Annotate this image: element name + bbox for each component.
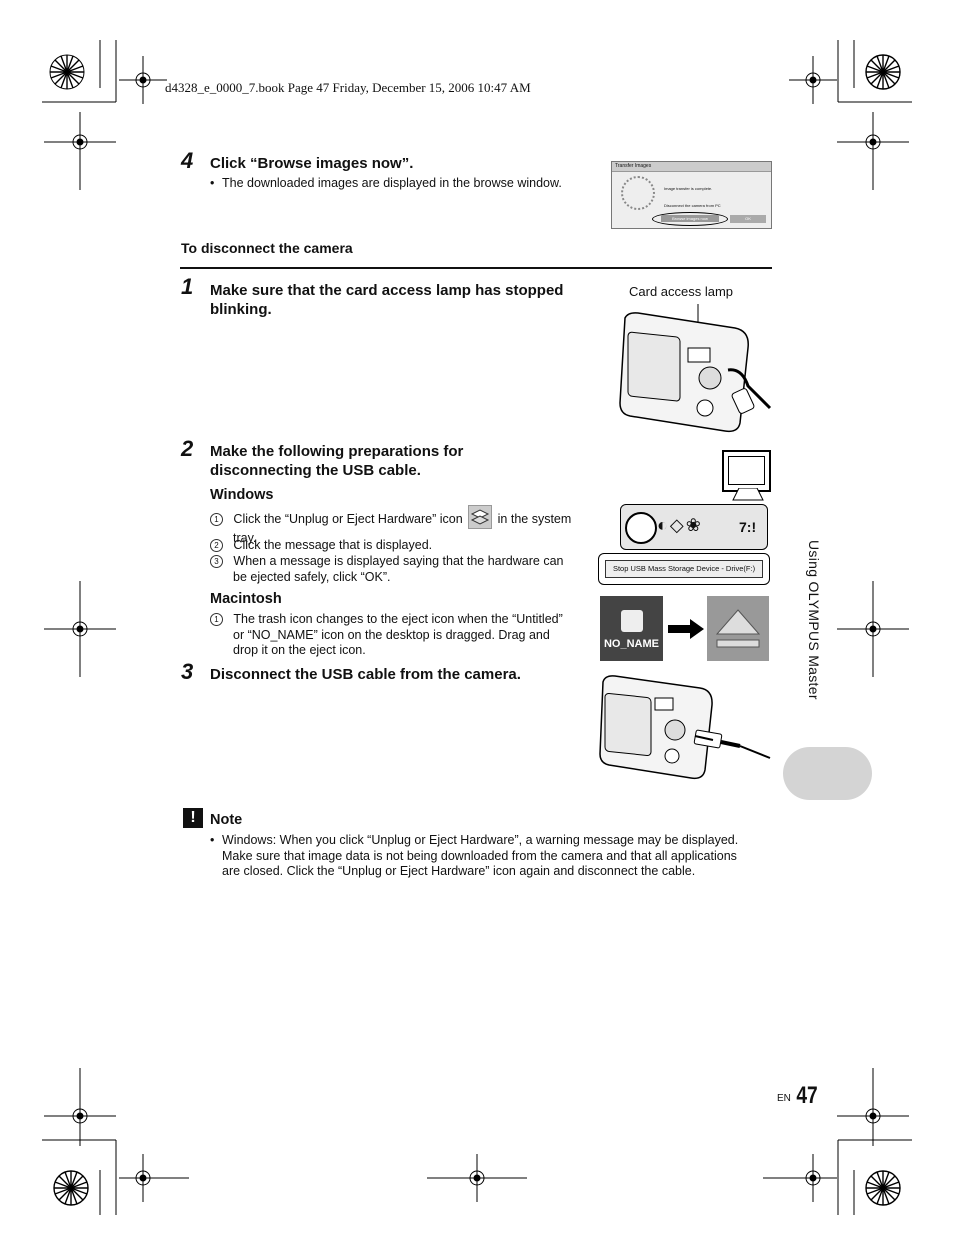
windows-step-3: 3 When a message is displayed saying tha… bbox=[210, 554, 563, 585]
dialog-message: Image transfer is complete. bbox=[664, 186, 713, 191]
page-number: 47 bbox=[796, 1082, 818, 1109]
windows-step-1: 1 Click the “Unplug or Eject Hardware” i… bbox=[210, 505, 590, 547]
step-1-title: Make sure that the card access lamp has … bbox=[210, 282, 564, 318]
note-body: •Windows: When you click “Unplug or Ejec… bbox=[210, 833, 739, 878]
note-heading: Note bbox=[210, 812, 243, 828]
eject-icon bbox=[707, 596, 769, 661]
step-3-number: 3 bbox=[181, 659, 194, 684]
browse-images-button[interactable]: Browse images now bbox=[652, 212, 728, 226]
step-2-number: 2 bbox=[181, 436, 194, 461]
windows-heading: Windows bbox=[210, 487, 274, 503]
step-4-number: 4 bbox=[181, 148, 194, 173]
unplug-hardware-icon bbox=[468, 505, 493, 529]
camera-usb-illustration bbox=[599, 675, 771, 780]
dialog-checkbox[interactable]: Disconnect the camera from PC bbox=[664, 203, 721, 208]
mac-step-1: 1 The trash icon changes to the eject ic… bbox=[210, 612, 590, 659]
section-divider bbox=[180, 267, 772, 269]
tray-clock: 7:! bbox=[739, 519, 757, 535]
tray-icons: ◐◇❀ bbox=[657, 515, 703, 535]
language-label: EN bbox=[777, 1093, 791, 1104]
dialog-ok-button[interactable]: OK bbox=[730, 215, 766, 223]
progress-circle-icon bbox=[621, 176, 655, 210]
step-4-title: Click “Browse images now”. bbox=[210, 155, 414, 172]
side-section-label: Using OLYMPUS Master bbox=[806, 540, 822, 700]
step-4-bullet: •The downloaded images are displayed in … bbox=[210, 176, 562, 190]
monitor-icon bbox=[722, 450, 771, 492]
side-tab-marker bbox=[783, 747, 872, 800]
windows-step-2: 2 Click the message that is displayed. bbox=[210, 538, 432, 554]
card-access-lamp-label: Card access lamp bbox=[629, 284, 734, 299]
arrow-right-icon bbox=[668, 619, 704, 639]
file-info-header: d4328_e_0000_7.book Page 47 Friday, Dece… bbox=[165, 80, 531, 95]
dialog-title: Transfer Images bbox=[612, 162, 771, 172]
step-3-title: Disconnect the USB cable from the camera… bbox=[210, 666, 521, 683]
section-title: To disconnect the camera bbox=[181, 240, 353, 256]
step-1-number: 1 bbox=[181, 274, 194, 299]
transfer-images-dialog: Transfer Images Image transfer is comple… bbox=[611, 161, 772, 229]
note-warning-icon: ! bbox=[183, 808, 203, 828]
unplug-eject-tray-icon[interactable] bbox=[625, 512, 657, 544]
camera-illustration bbox=[619, 304, 772, 433]
macintosh-heading: Macintosh bbox=[210, 591, 282, 607]
no-name-drive-icon: NO_NAME bbox=[600, 596, 663, 661]
stop-usb-popup[interactable]: Stop USB Mass Storage Device - Drive(F:) bbox=[598, 553, 770, 585]
system-tray: ◐◇❀ 7:! bbox=[620, 504, 768, 550]
monitor-stand-icon bbox=[732, 488, 764, 501]
